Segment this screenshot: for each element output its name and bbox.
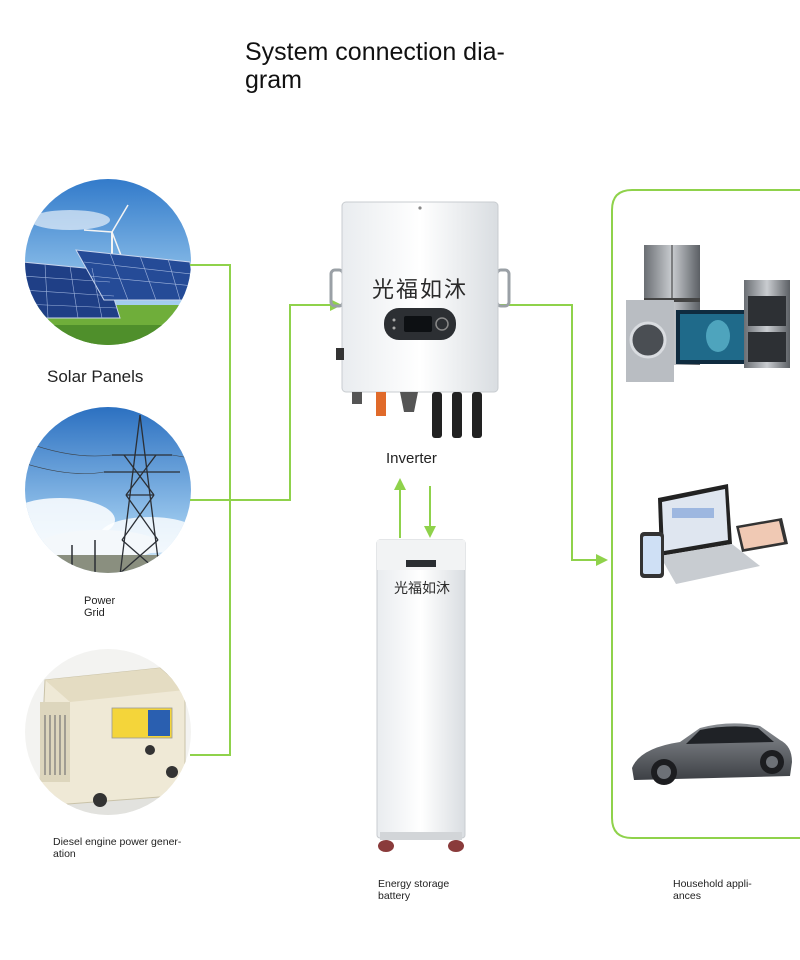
appliances-label-line-1: Household appli- [673, 878, 752, 890]
battery-label: Energy storage battery [378, 878, 449, 902]
arrowheads [330, 299, 608, 566]
inverter-brand-text: 光福如沐 [372, 278, 469, 303]
diagram-title: System connection dia- gram [245, 38, 545, 94]
car-photo [632, 723, 792, 785]
diesel-generator-photo [25, 649, 191, 815]
devices-photo [640, 484, 788, 584]
title-line-2: gram [245, 66, 302, 94]
battery-label-line-1: Energy storage [378, 878, 450, 890]
diesel-label-line-2: ation [53, 848, 76, 860]
solar-panels-label: Solar Panels [47, 367, 144, 386]
power-grid-label: Power Grid [84, 595, 115, 619]
power-grid-photo [25, 407, 191, 573]
inverter-photo [329, 201, 511, 438]
solar-panel-photo [25, 179, 191, 345]
power-grid-label-line-2: Grid [84, 607, 105, 619]
battery-photo [376, 539, 466, 852]
battery-label-line-2: battery [378, 890, 411, 902]
appliances-label-line-2: ances [673, 890, 702, 902]
diesel-label-line-1: Diesel engine power gener- [53, 836, 182, 848]
power-grid-label-line-1: Power [84, 595, 116, 607]
appliances-panel-border [611, 189, 800, 839]
connector-lines [190, 264, 598, 756]
appliances-photo [626, 245, 790, 382]
inverter-label: Inverter [386, 450, 437, 467]
diesel-generator-label: Diesel engine power gener- ation [53, 836, 181, 860]
title-line-1: System connection dia- [245, 38, 505, 66]
household-appliances-label: Household appli- ances [673, 878, 752, 902]
battery-brand-text: 光福如沐 [394, 581, 450, 597]
